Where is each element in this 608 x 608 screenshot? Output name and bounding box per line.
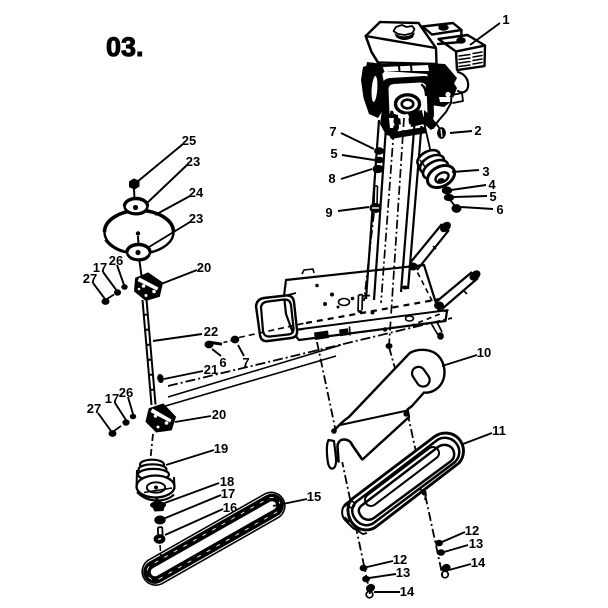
svg-text:10: 10 [477, 345, 491, 360]
svg-text:25: 25 [182, 133, 196, 148]
svg-text:8: 8 [328, 171, 335, 186]
svg-text:5: 5 [489, 189, 496, 204]
svg-text:2: 2 [474, 123, 481, 138]
svg-text:1: 1 [502, 12, 509, 27]
svg-text:26: 26 [109, 253, 123, 268]
svg-text:6: 6 [219, 355, 226, 370]
svg-text:14: 14 [400, 584, 415, 599]
svg-text:22: 22 [204, 324, 218, 339]
svg-text:16: 16 [223, 500, 237, 515]
svg-text:23: 23 [186, 154, 200, 169]
svg-text:15: 15 [307, 489, 321, 504]
svg-text:18: 18 [220, 474, 234, 489]
svg-text:17: 17 [105, 391, 119, 406]
svg-text:24: 24 [189, 185, 204, 200]
svg-text:11: 11 [492, 423, 506, 438]
svg-text:19: 19 [214, 441, 228, 456]
svg-text:12: 12 [393, 552, 407, 567]
svg-text:23: 23 [189, 211, 203, 226]
svg-text:20: 20 [212, 407, 226, 422]
svg-text:7: 7 [242, 355, 249, 370]
svg-text:21: 21 [204, 362, 218, 377]
svg-text:7: 7 [329, 124, 336, 139]
svg-text:12: 12 [465, 523, 479, 538]
svg-text:20: 20 [197, 260, 211, 275]
svg-text:4: 4 [488, 177, 496, 192]
svg-text:03.: 03. [106, 32, 144, 62]
svg-text:13: 13 [469, 536, 483, 551]
svg-text:17: 17 [93, 260, 107, 275]
svg-text:17: 17 [221, 486, 235, 501]
svg-text:27: 27 [83, 271, 97, 286]
svg-text:5: 5 [330, 146, 337, 161]
svg-text:27: 27 [87, 401, 101, 416]
svg-text:13: 13 [396, 565, 410, 580]
svg-text:9: 9 [325, 205, 332, 220]
svg-text:14: 14 [471, 555, 486, 570]
svg-text:26: 26 [119, 385, 133, 400]
svg-text:6: 6 [496, 202, 503, 217]
svg-text:3: 3 [482, 164, 489, 179]
